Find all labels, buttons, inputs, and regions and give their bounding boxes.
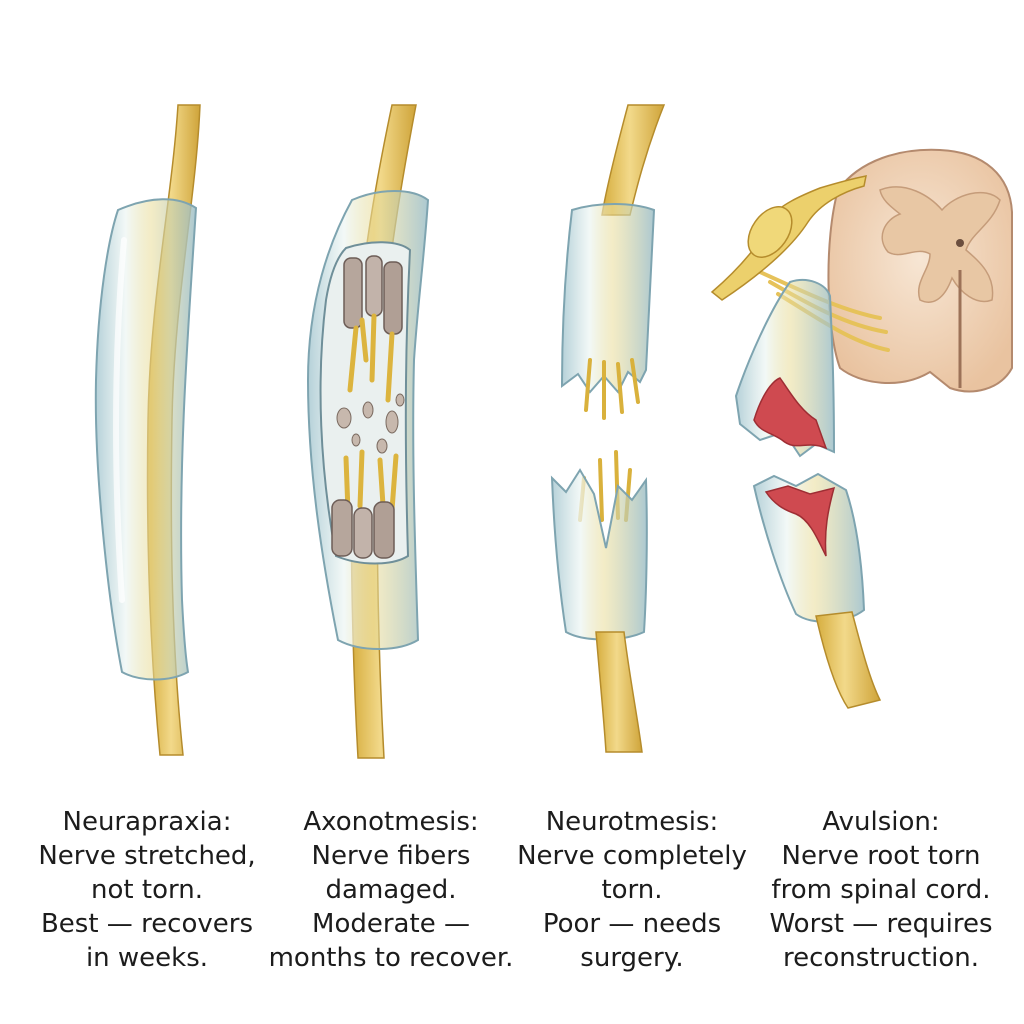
- caption-line: Worst — requires: [769, 909, 993, 939]
- caption-line: in weeks.: [85, 943, 209, 973]
- neurotmesis-sheath-lower: [550, 468, 648, 641]
- ganglion-bulge: [747, 206, 793, 258]
- caption-title: Neurapraxia:: [62, 807, 232, 837]
- caption-line: Nerve root torn: [781, 841, 981, 871]
- axonotmesis-debris: [336, 393, 405, 454]
- axonotmesis-fascicles-lower: [331, 449, 399, 559]
- spinal-cord-grey-matter: [879, 186, 1001, 303]
- caption-line: not torn.: [91, 875, 203, 905]
- caption-line: Best — recovers: [40, 909, 254, 939]
- axonotmesis-caption: Axonotmesis: Nerve fibers damaged. Moder…: [266, 805, 516, 975]
- caption-line: from spinal cord.: [771, 875, 991, 905]
- avulsion-illustration: [710, 148, 1013, 709]
- avulsion-caption: Avulsion: Nerve root torn from spinal co…: [756, 805, 1006, 975]
- neurotmesis-nerve-upper: [601, 104, 666, 216]
- caption-line: Nerve stretched,: [38, 841, 256, 871]
- caption-line: Nerve completely: [517, 841, 747, 871]
- caption-line: damaged.: [325, 875, 457, 905]
- central-canal: [956, 239, 964, 247]
- neurapraxia-illustration: [94, 104, 201, 756]
- caption-line: Poor — needs: [542, 909, 722, 939]
- caption-line: surgery.: [580, 943, 684, 973]
- neurotmesis-illustration: [550, 104, 666, 753]
- neurotmesis-frayed-fibers-upper: [584, 358, 640, 420]
- neurotmesis-sheath-upper: [560, 203, 656, 394]
- caption-title: Avulsion:: [822, 807, 940, 837]
- caption-line: months to recover.: [268, 943, 514, 973]
- neurapraxia-sheath: [94, 198, 198, 681]
- axonotmesis-illustration: [306, 104, 430, 759]
- avulsion-tear-lower: [764, 485, 836, 557]
- neurapraxia-caption: Neurapraxia: Nerve stretched, not torn. …: [22, 805, 272, 975]
- neurotmesis-caption: Neurotmesis: Nerve completely torn. Poor…: [507, 805, 757, 975]
- caption-line: Nerve fibers: [311, 841, 471, 871]
- avulsion-nerve-lower: [815, 611, 882, 709]
- axonotmesis-fascicles-upper: [343, 255, 403, 403]
- neurapraxia-sheath-highlight: [113, 237, 127, 603]
- caption-line: Moderate —: [312, 909, 470, 939]
- neurotmesis-nerve-lower: [595, 631, 643, 753]
- caption-title: Axonotmesis:: [303, 807, 479, 837]
- caption-line: reconstruction.: [782, 943, 980, 973]
- caption-line: torn.: [601, 875, 663, 905]
- avulsion-tear-upper: [753, 377, 828, 450]
- caption-title: Neurotmesis:: [545, 807, 719, 837]
